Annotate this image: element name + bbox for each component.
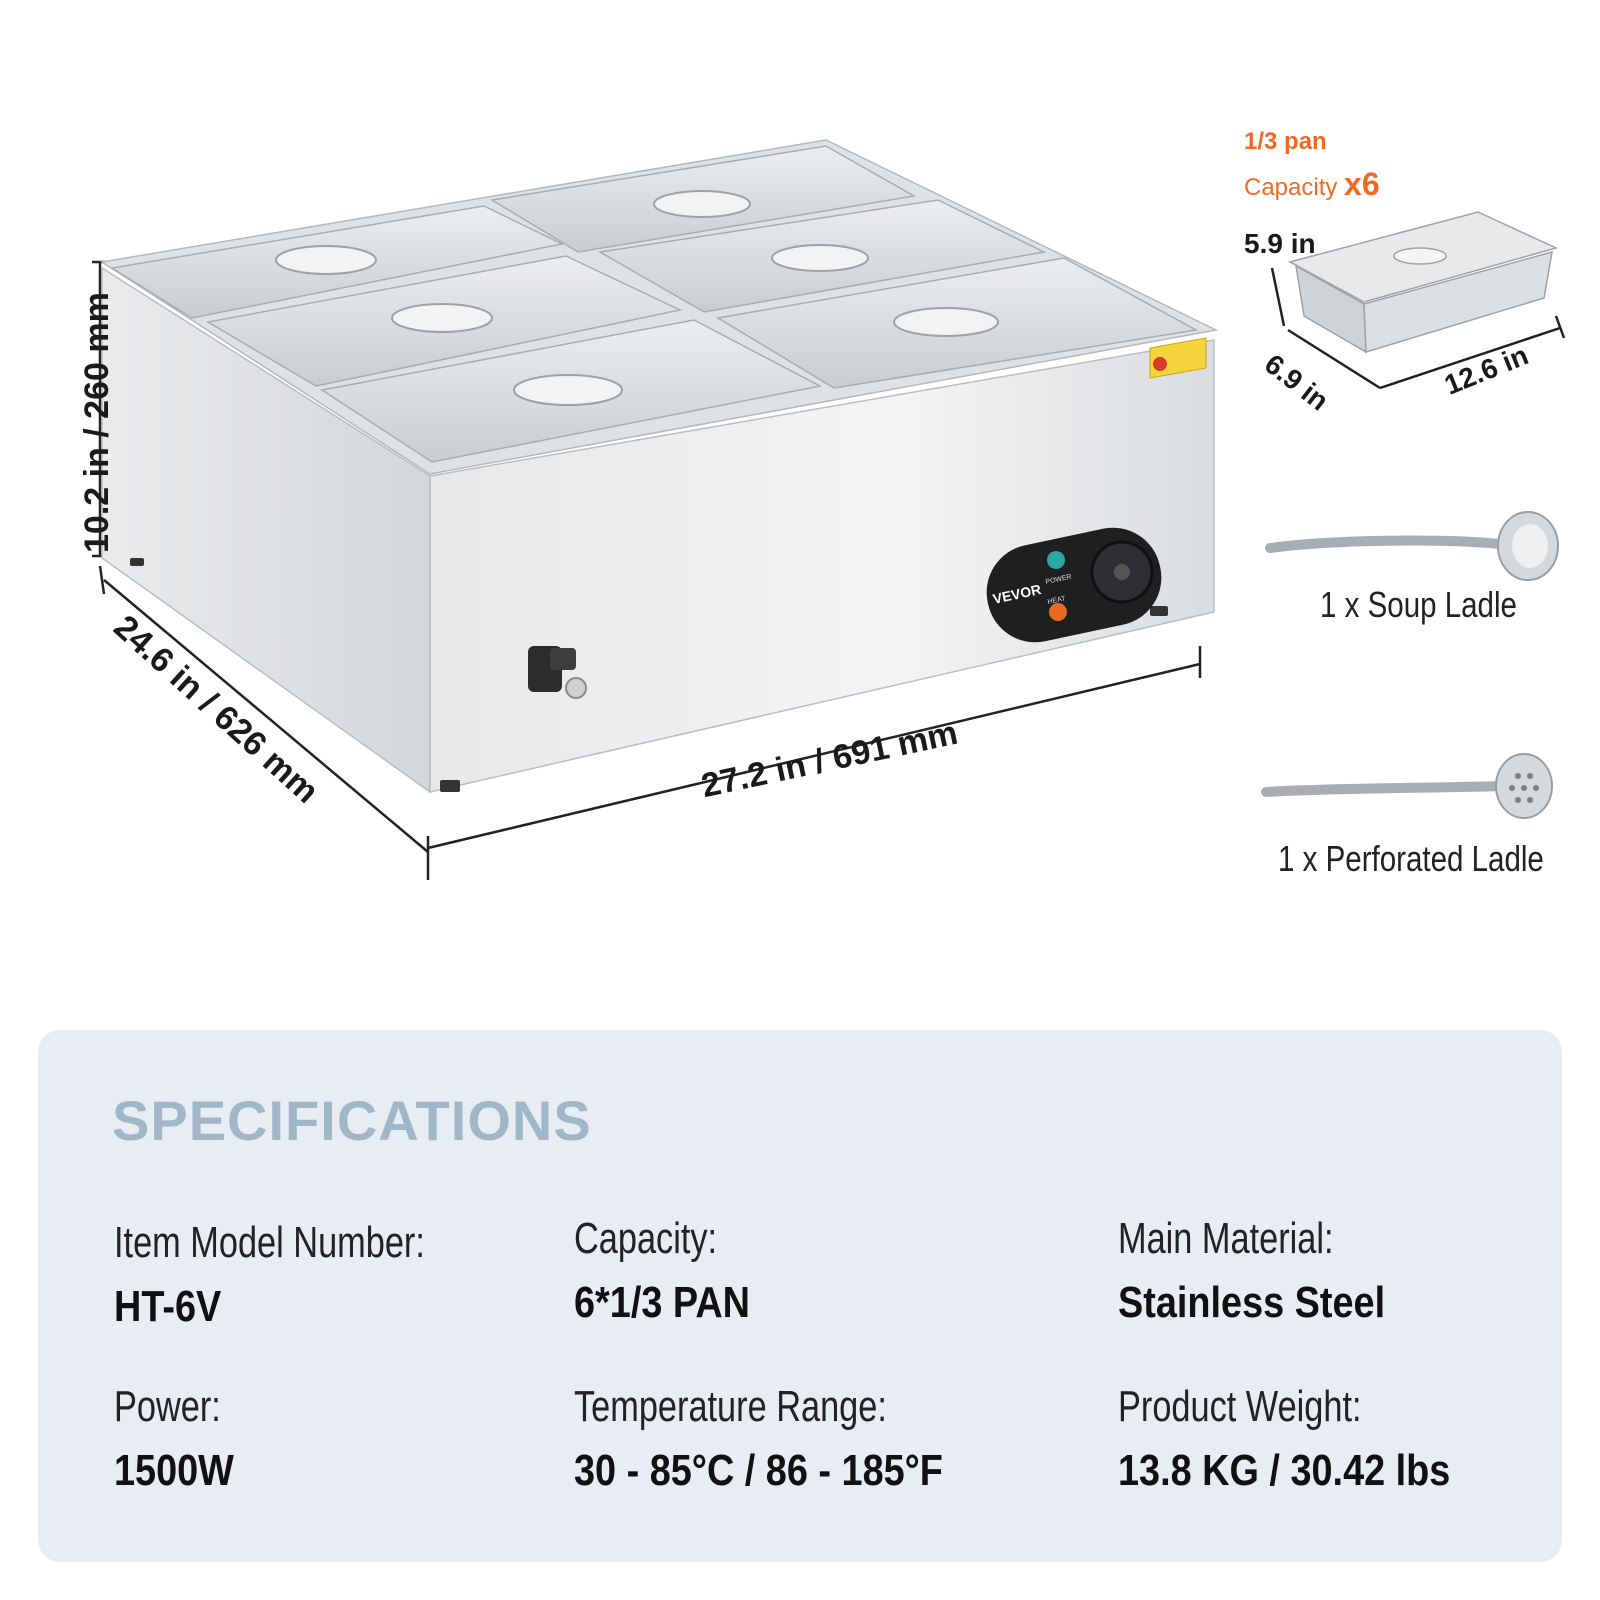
spec-label: Main Material: [1118, 1214, 1334, 1263]
spec-value: Stainless Steel [1118, 1278, 1386, 1327]
soup-ladle-illustration [1265, 511, 1559, 581]
pan-height-label: 5.9 in [1244, 228, 1316, 259]
pan-dimension-lines [1270, 267, 1566, 390]
control-panel [986, 527, 1162, 643]
svg-text:HEAT: HEAT [1047, 595, 1067, 606]
warmer-front [429, 339, 1215, 793]
spec-value: 6*1/3 PAN [574, 1278, 750, 1327]
specifications-panel: SPECIFICATIONS Item Model Number: HT-6V … [38, 1030, 1562, 1562]
spec-model-number: Item Model Number: HT-6V [114, 1218, 513, 1332]
spec-main-material: Main Material: Stainless Steel [1118, 1214, 1429, 1328]
spec-value: 13.8 KG / 30.42 lbs [1118, 1446, 1451, 1495]
perforated-ladle-illustration [1261, 753, 1553, 819]
pan-lids [109, 145, 1199, 463]
heat-indicator [1049, 603, 1067, 621]
spec-label: Item Model Number: [114, 1218, 425, 1267]
dimension-lines [92, 260, 1202, 880]
drain-valve [528, 646, 587, 699]
spec-label: Capacity: [574, 1214, 718, 1263]
spec-value: HT-6V [114, 1282, 222, 1331]
spec-capacity: Capacity: 6*1/3 PAN [574, 1214, 779, 1328]
spec-label: Product Weight: [1118, 1382, 1362, 1431]
spec-label: Temperature Range: [574, 1382, 887, 1431]
soup-ladle-label: 1 x Soup Ladle [1320, 584, 1517, 625]
specifications-title: SPECIFICATIONS [112, 1089, 592, 1152]
spec-temperature-range: Temperature Range: 30 - 85°C / 86 - 185°… [574, 1382, 1003, 1496]
pan-capacity-multiplier: x6 [1344, 166, 1380, 202]
perforated-ladle-label: 1 x Perforated Ladle [1278, 838, 1544, 879]
spec-label: Power: [114, 1382, 221, 1431]
pan-title: 1/3 pan [1244, 128, 1327, 155]
product-illustration: VEVOR POWER HEAT [92, 139, 1566, 880]
pan-capacity: Capacity x6 [1244, 166, 1380, 203]
power-indicator [1047, 551, 1065, 569]
spec-power: Power: 1500W [114, 1382, 253, 1496]
spec-value: 1500W [114, 1446, 234, 1495]
single-pan-illustration [1287, 211, 1559, 354]
height-dimension-label: 10.2 in / 260 mm [78, 292, 116, 553]
pan-capacity-label: Capacity [1244, 174, 1338, 201]
spec-product-weight: Product Weight: 13.8 KG / 30.42 lbs [1118, 1382, 1504, 1496]
spec-value: 30 - 85°C / 86 - 185°F [574, 1446, 943, 1495]
